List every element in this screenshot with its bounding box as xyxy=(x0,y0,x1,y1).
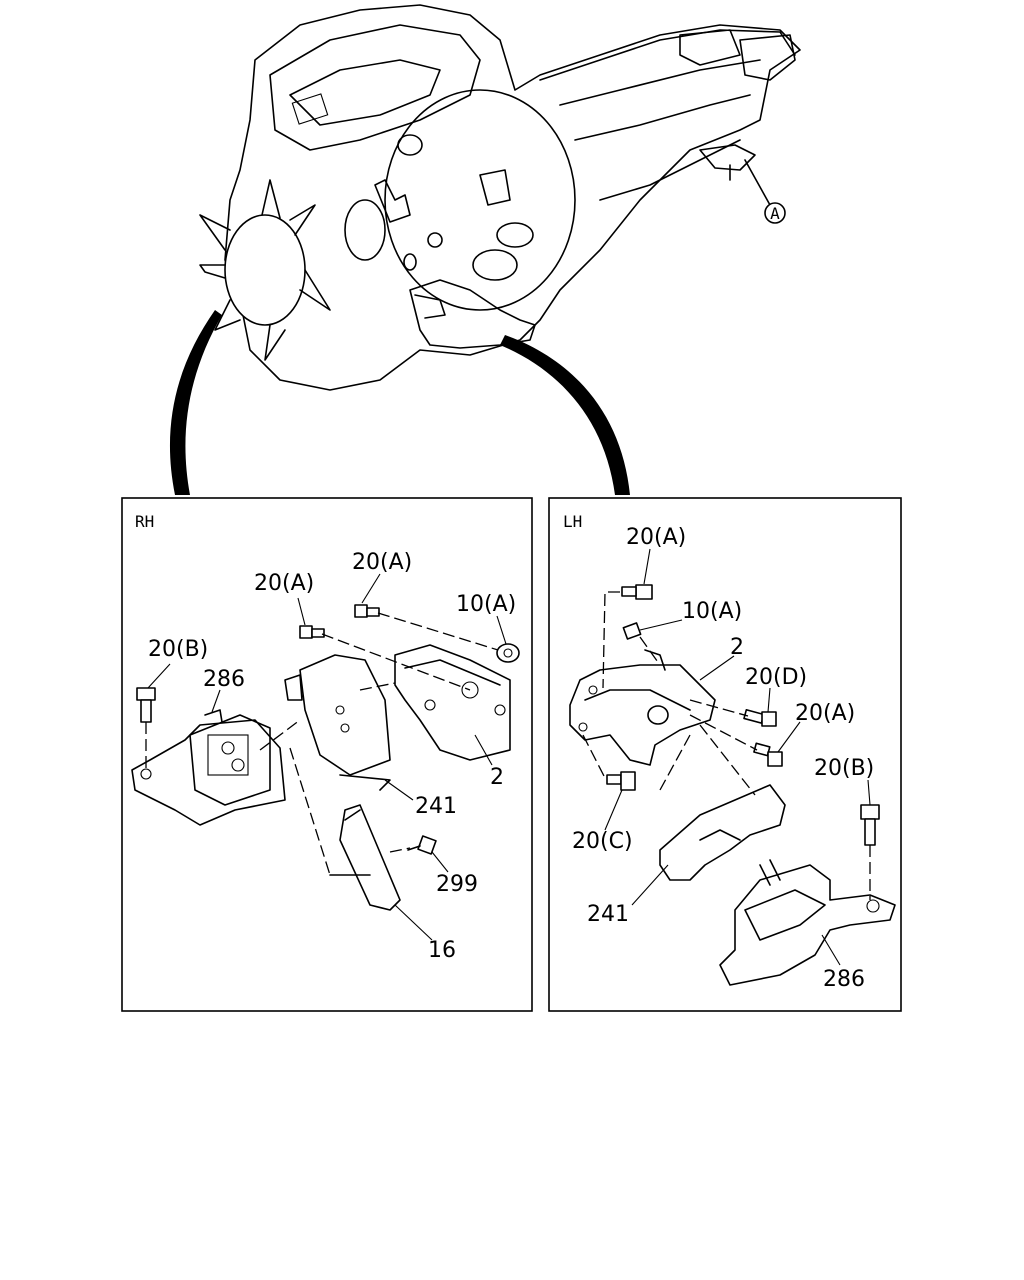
rh-label-241: 241 xyxy=(415,794,457,819)
lh-panel-frame xyxy=(548,497,902,1012)
rh-bolt-299-icon xyxy=(407,835,437,855)
leader-curves xyxy=(169,310,630,495)
rh-panel-title: RH xyxy=(135,512,154,531)
ref-marker-a: A xyxy=(770,204,780,223)
rh-label-20a-1: 20(A) xyxy=(254,571,314,596)
rh-label-20a-2: 20(A) xyxy=(352,550,412,575)
rh-nut-10a-icon xyxy=(496,643,520,663)
rh-label-299: 299 xyxy=(436,872,478,897)
lh-panel: LH xyxy=(548,497,902,1012)
lh-panel-title: LH xyxy=(563,512,582,531)
lh-label-10a: 10(A) xyxy=(682,599,742,624)
lh-bolt-20a-top-icon xyxy=(621,584,653,600)
lh-label-20a-top: 20(A) xyxy=(626,525,686,550)
lh-label-286: 286 xyxy=(823,967,865,992)
lh-engine-mount-286 xyxy=(719,859,896,986)
rh-label-286: 286 xyxy=(203,667,245,692)
lh-label-20b: 20(B) xyxy=(814,756,874,781)
rh-bolt-20a-2-icon xyxy=(354,604,380,618)
rh-bracket-2 xyxy=(394,644,511,761)
lh-bracket-2 xyxy=(569,649,716,766)
rh-engine-mount-286 xyxy=(131,709,286,826)
lh-nut-10a-icon xyxy=(622,622,642,640)
engine-transmission-illustration: A xyxy=(199,4,801,391)
lh-label-20a-right: 20(A) xyxy=(795,701,855,726)
rh-part-16 xyxy=(339,804,401,911)
rh-bolt-20b-icon xyxy=(136,687,156,772)
rh-label-20b: 20(B) xyxy=(148,637,208,662)
lh-label-241: 241 xyxy=(587,902,629,927)
rh-label-16: 16 xyxy=(428,938,456,963)
lh-bolt-20c-icon xyxy=(606,771,636,791)
lh-bolt-20a-right-icon xyxy=(753,742,783,767)
rh-label-2: 2 xyxy=(490,765,504,790)
lh-label-20d: 20(D) xyxy=(745,665,807,690)
cooling-fan-icon xyxy=(199,179,331,361)
rh-label-10a: 10(A) xyxy=(456,592,516,617)
rh-heat-shield-241 xyxy=(284,654,391,791)
lh-label-2: 2 xyxy=(730,635,744,660)
rh-bolt-20a-1-icon xyxy=(299,625,325,639)
lh-heat-shield-241 xyxy=(659,784,786,881)
rh-panel: RH xyxy=(121,497,533,1012)
lh-label-20c: 20(C) xyxy=(572,829,633,854)
lh-bolt-20d-icon xyxy=(743,709,777,727)
